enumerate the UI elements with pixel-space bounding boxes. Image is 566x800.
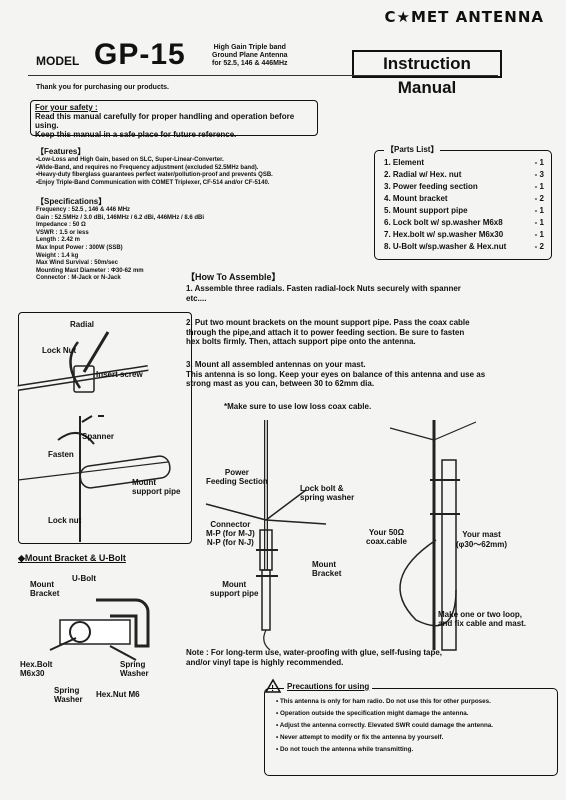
spec-item: VSWR : 1.5 or less — [36, 229, 89, 236]
label-lock-nut-lower: Lock nut — [48, 516, 82, 525]
model-label: MODEL — [36, 54, 80, 68]
label-mount-support-pipe: Mount support pipe — [132, 478, 181, 496]
label-mount-bracket: Mount Bracket — [312, 560, 342, 578]
svg-text:!: ! — [271, 684, 274, 693]
label-your-mast: Your mast (φ30～62mm) — [456, 530, 508, 549]
precaution-item: • This antenna is only for ham radio. Do… — [276, 698, 491, 705]
label-radial: Radial — [70, 320, 95, 329]
spec-item: Length : 2.42 m — [36, 237, 81, 244]
spec-item: Weight : 1.4 kg — [36, 252, 79, 259]
precaution-item: • Do not touch the antenna while transmi… — [276, 746, 414, 753]
feature-item: •Low-Loss and High Gain, based on SLC, S… — [36, 157, 224, 163]
label-power-feeding: Power Feeding Section — [206, 468, 268, 486]
label-connector: Connector M-P (for M-J) N-P (for N-J) — [206, 520, 255, 547]
parts-heading: 【Parts List】 — [384, 144, 441, 155]
part-item: 2. Radial w/ Hex. nut- 3 — [384, 170, 544, 179]
safety-line: Read this manual carefully for proper ha… — [35, 112, 295, 130]
part-item: 1. Element- 1 — [384, 158, 544, 167]
model-number: GP-15 — [94, 38, 186, 71]
label-lock-nut: Lock Nut — [42, 346, 77, 355]
assemble-step-2: 2. Put two mount brackets on the mount s… — [186, 318, 470, 346]
thanks-text: Thank you for purchasing our products. — [36, 84, 170, 91]
waterproof-note: Note : For long-term use, water-proofing… — [186, 648, 443, 667]
spec-item: Connector : M-Jack or N-Jack — [36, 275, 121, 282]
spec-item: Frequency : 52.5 , 146 & 446 MHz — [36, 207, 131, 213]
assemble-heading: 【How To Assemble】 — [186, 272, 281, 282]
safety-line: Keep this manual in a safe place for fut… — [35, 130, 237, 139]
precaution-item: • Adjust the antenna correctly. Elevated… — [276, 722, 494, 729]
antenna-assembly-diagram — [205, 420, 327, 651]
label-your-coax: Your 50Ω coax.cable — [366, 528, 407, 546]
precaution-item: • Operation outside the specification mi… — [276, 710, 469, 717]
brand-logo: C★MET ANTENNA — [384, 8, 544, 26]
features-heading: 【Features】 — [36, 147, 86, 156]
feature-item: •Enjoy Triple-Band Communication with CO… — [36, 179, 270, 186]
feature-item: •Heavy-duty fiberglass guarantees perfec… — [36, 172, 273, 179]
mount-bracket-title: ◆Mount Bracket & U-Bolt — [18, 553, 126, 563]
label-spring-washer: Spring Washer — [120, 660, 149, 678]
label-loop-note: Make one or two loop, and fix cable and … — [438, 610, 527, 628]
part-item: 8. U-Bolt w/sp.washer & Hex.nut- 2 — [384, 242, 544, 251]
warning-icon: ! — [264, 678, 282, 693]
part-item: 3. Power feeding section- 1 — [384, 182, 544, 191]
manual-title: Instruction Manual — [352, 50, 502, 97]
features-section: 【Features】 •Low-Loss and High Gain, base… — [36, 146, 366, 187]
parts-list-box — [374, 150, 552, 260]
safety-heading: For your safety : — [35, 103, 98, 112]
spec-item: Mounting Mast Diameter : Φ30-62 mm — [36, 267, 144, 274]
radial-assembly-diagram — [17, 331, 171, 542]
part-item: 4. Mount bracket- 2 — [384, 194, 544, 203]
label-u-bolt: U-Bolt — [72, 574, 96, 583]
label-insert-screw: Insert screw — [96, 370, 143, 379]
assemble-step-3: 3. Mount all assembled antennas on your … — [186, 360, 486, 388]
header-divider — [28, 75, 498, 76]
spec-item: Max Wind Survival : 50m/sec — [36, 260, 118, 267]
mast-mount-diagram — [389, 420, 477, 651]
precautions-heading: Precautions for using — [284, 682, 373, 691]
label-lock-bolt: Lock bolt & spring washer — [300, 484, 355, 502]
part-item: 6. Lock bolt w/ sp.washer M6x8- 1 — [384, 218, 544, 227]
coax-note: *Make sure to use low loss coax cable. — [224, 402, 372, 411]
spec-item: Max Input Power : 300W (SSB) — [36, 244, 123, 251]
assemble-step-1: 1. Assemble three radials. Fasten radial… — [186, 284, 461, 303]
radial-diagram-frame — [18, 312, 192, 544]
feature-item: •Wide-Band, and requires no Frequency ad… — [36, 164, 259, 171]
safety-box: For your safety : Read this manual caref… — [30, 100, 318, 139]
precautions-box — [264, 688, 558, 776]
label-fasten: Fasten — [48, 450, 74, 459]
specs-heading: 【Specifications】 — [36, 197, 107, 206]
precaution-item: • Never attempt to modify or fix the ant… — [276, 734, 444, 741]
label-spanner: Spanner — [82, 432, 115, 441]
specs-section: 【Specifications】 Frequency : 52.5 , 146 … — [36, 196, 276, 283]
mount-bracket-diagram — [49, 598, 150, 661]
label-spring-washer-2: Spring Washer — [54, 686, 83, 704]
spec-item: Gain : 52.5MHz / 3.0 dBi, 146MHz / 6.2 d… — [36, 214, 205, 221]
part-item: 5. Mount support pipe- 1 — [384, 206, 544, 215]
label-mount-support-pipe-2: Mount support pipe — [210, 580, 259, 598]
part-item: 7. Hex.bolt w/ sp.washer M6x30- 1 — [384, 230, 544, 239]
label-hex-bolt: Hex.Bolt M6x30 — [20, 660, 53, 678]
label-hex-nut: Hex.Nut M6 — [96, 690, 140, 699]
spec-item: Impedance : 50 Ω — [36, 222, 86, 229]
label-bracket: Mount Bracket — [30, 580, 60, 598]
